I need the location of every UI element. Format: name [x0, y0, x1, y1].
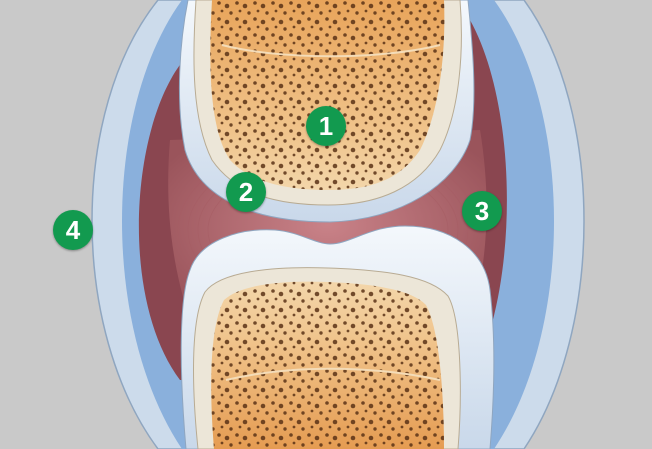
marker-3: 3: [462, 191, 502, 231]
marker-2: 2: [226, 172, 266, 212]
marker-1: 1: [306, 106, 346, 146]
marker-4: 4: [53, 210, 93, 250]
